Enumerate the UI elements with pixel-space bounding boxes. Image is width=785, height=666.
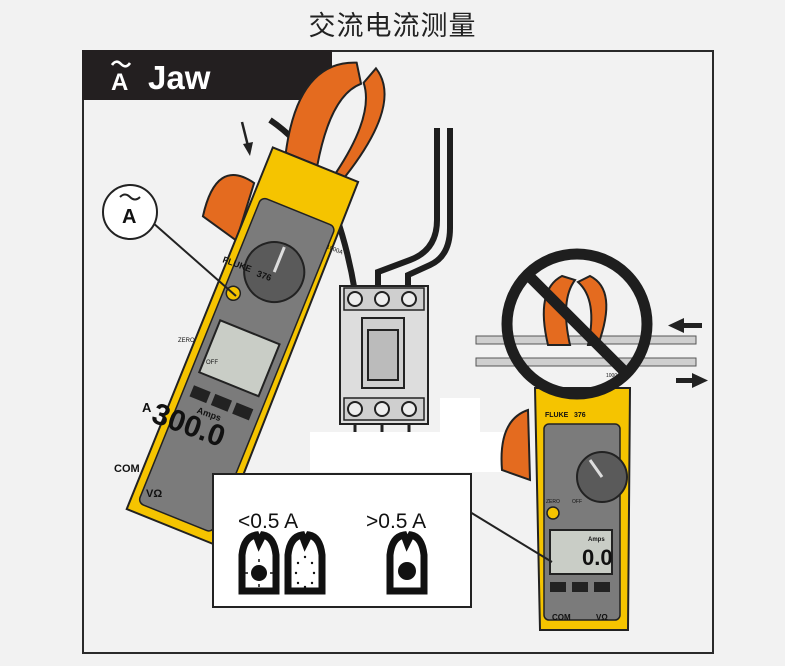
arrow-down-icon: [240, 121, 253, 156]
large-model: 376: [255, 268, 273, 283]
dial-callout: [102, 184, 237, 297]
small-display-value: 0.0: [582, 545, 613, 570]
small-jaw-label: 1000A: [606, 373, 621, 379]
small-model: 376: [574, 412, 586, 419]
small-brand: FLUKE: [545, 412, 569, 419]
jaw-diagram-small-current-1: [238, 531, 280, 595]
dial-callout-symbol: A: [122, 206, 136, 228]
callout-right-label: >0.5 A: [366, 510, 427, 533]
large-range-indicator: A: [142, 400, 152, 415]
clamp-meter-large: [125, 61, 386, 547]
callout-left-label: <0.5 A: [238, 510, 299, 533]
callout-pointer: [469, 511, 553, 563]
callout-backing-small: [440, 398, 480, 438]
header-symbol-letter: A: [111, 69, 129, 96]
jaw-alignment-callout: <0.5 A >0.5 A: [212, 473, 472, 608]
large-jack-v: VΩ: [146, 488, 162, 500]
small-zero-label: ZERO: [546, 499, 560, 505]
jaw-diagram-small-current-2: [284, 531, 326, 595]
ac-current-symbol-icon: A: [106, 56, 136, 96]
jaw-diagram-large-current: [386, 531, 428, 595]
header-label: Jaw: [148, 59, 211, 96]
small-off-label: OFF: [572, 499, 582, 505]
circuit-breaker: [339, 285, 429, 436]
arrow-right-icon: [676, 373, 708, 388]
callout-backing: [310, 432, 516, 472]
small-jack-v: VΩ: [596, 613, 608, 622]
prohibited-icon: [501, 248, 653, 400]
jaw-position-illustrations: [238, 531, 428, 595]
small-jack-com: COM: [552, 613, 571, 622]
large-off-label: OFF: [206, 360, 218, 366]
arrow-left-icon: [668, 318, 702, 333]
page-title: 交流电流测量: [308, 11, 477, 42]
header-bar: [82, 50, 332, 100]
small-display-unit: Amps: [588, 537, 605, 543]
large-zero-label: ZERO: [178, 338, 195, 344]
large-jack-com: COM: [114, 463, 140, 475]
clamp-meter-small: [500, 274, 632, 631]
